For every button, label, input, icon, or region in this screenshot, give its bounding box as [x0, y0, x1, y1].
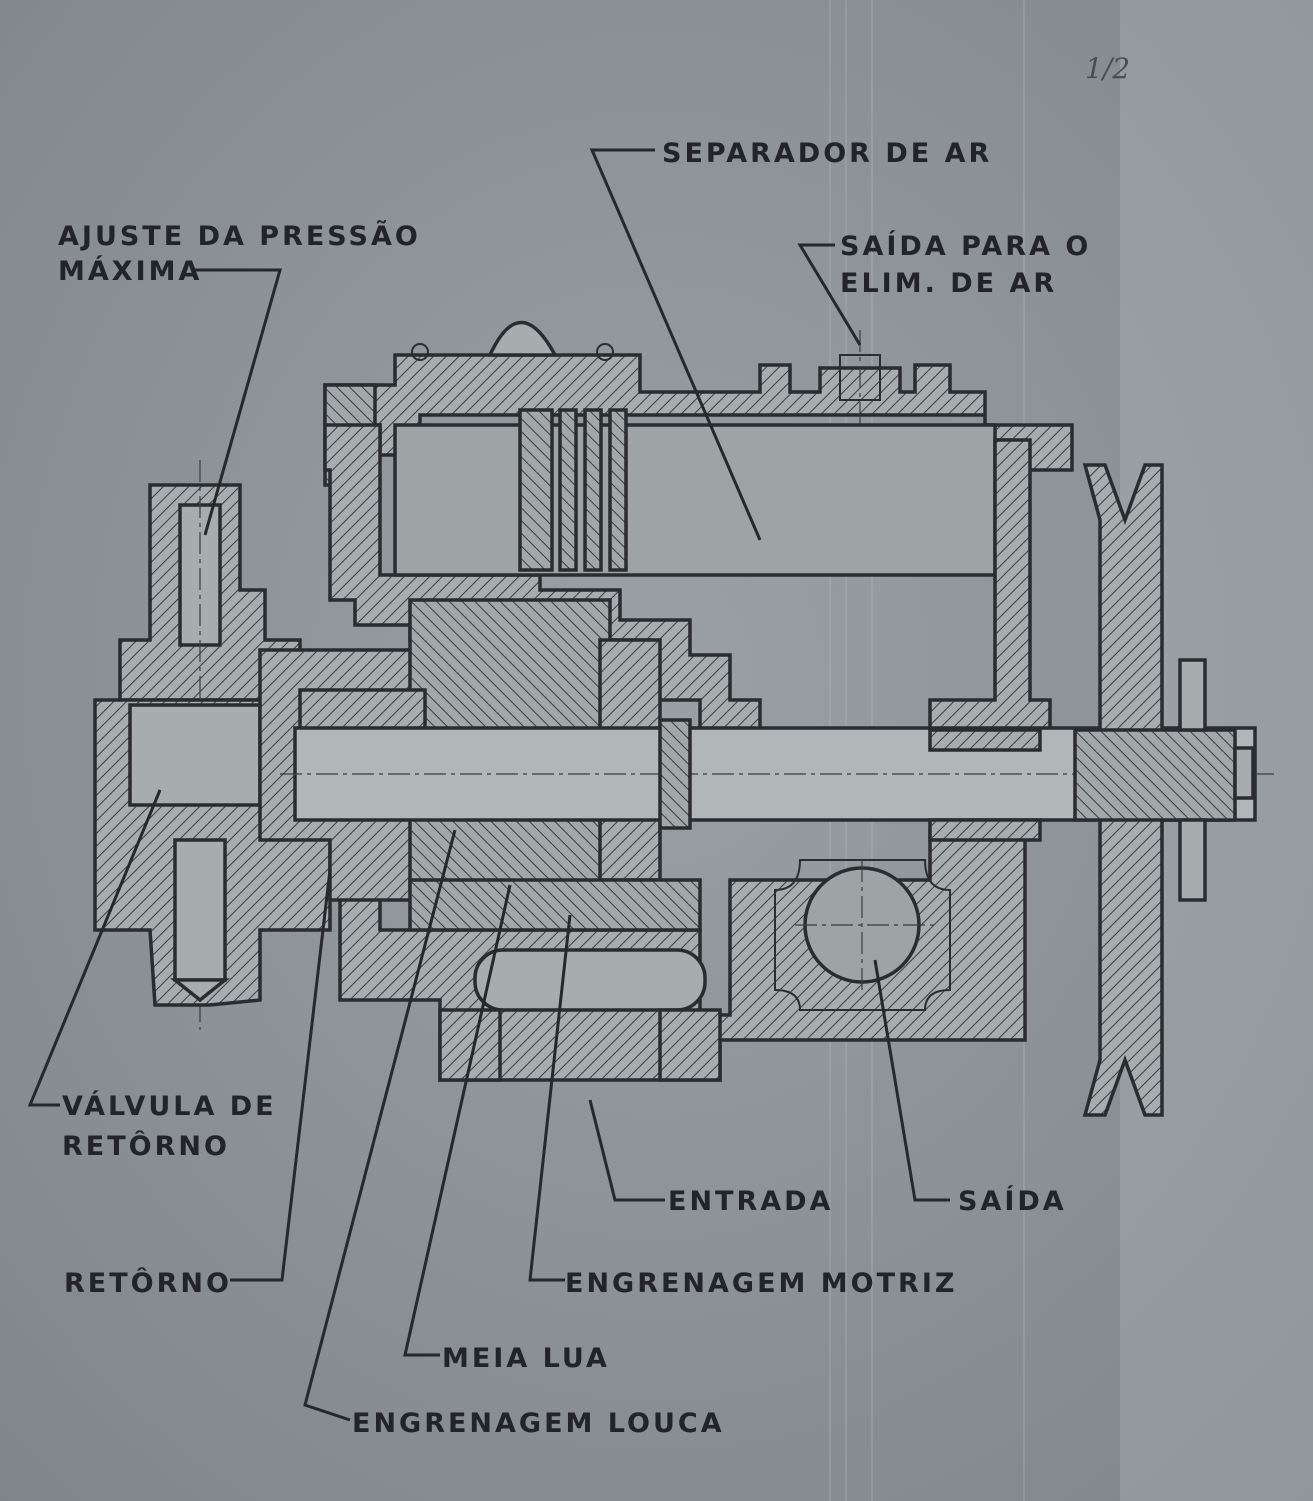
leader-ajuste: [195, 268, 282, 536]
leader-saida-ar: [797, 243, 862, 346]
leader-engrenagem-motriz: [528, 914, 572, 1282]
handwritten-note: 1/2: [1085, 52, 1130, 85]
leader-separador: [589, 148, 762, 541]
label-entrada: ENTRADA: [668, 1186, 833, 1217]
label-engrenagem-louca: ENGRENAGEM LOUCA: [352, 1408, 725, 1439]
label-valvula-line1: VÁLVULA DE: [62, 1090, 277, 1122]
leader-retorno: [230, 869, 332, 1282]
leader-meia-lua: [403, 884, 512, 1357]
label-ajuste-line1: AJUSTE DA PRESSÃO: [58, 220, 421, 252]
label-separador-de-ar: SEPARADOR DE AR: [662, 138, 992, 169]
air-separator-chamber: [323, 408, 1052, 762]
leader-entrada: [588, 1099, 665, 1202]
label-saida-para-line2: ELIM. DE AR: [840, 268, 1057, 299]
label-saida-para-line1: SAÍDA PARA O: [840, 230, 1091, 262]
v-belt-pulley: [1073, 463, 1255, 1117]
leader-lines: [27, 148, 950, 1422]
label-ajuste-line2: MÁXIMA: [58, 255, 202, 287]
pump-assembly: [93, 321, 1275, 1117]
label-engrenagem-motriz: ENGRENAGEM MOTRIZ: [565, 1268, 957, 1299]
leader-engrenagem-louca: [303, 829, 457, 1422]
label-meia-lua: MEIA LUA: [442, 1343, 610, 1374]
pressure-relief-valve: [93, 460, 332, 1030]
part-labels: SEPARADOR DE AR AJUSTE DA PRESSÃO MÁXIMA…: [58, 138, 1091, 1439]
label-valvula-line2: RETÔRNO: [62, 1130, 230, 1162]
label-saida: SAÍDA: [958, 1185, 1067, 1217]
leader-saida: [873, 959, 950, 1202]
label-retorno: RETÔRNO: [64, 1267, 232, 1299]
leader-valvula: [27, 789, 162, 1107]
